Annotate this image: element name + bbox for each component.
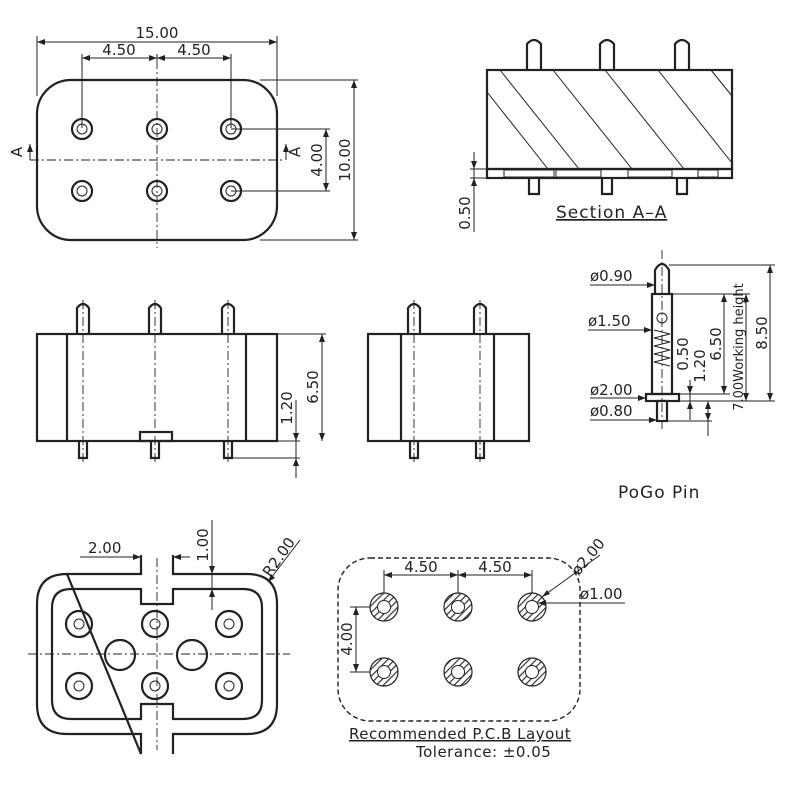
bottom-slot-depth: 1.00	[194, 528, 212, 561]
pcb-tolerance: Tolerance: ±0.05	[415, 743, 551, 761]
bottom-slot-width: 2.00	[88, 539, 121, 557]
pogo-pin-title: PoGo Pin	[618, 483, 700, 503]
pogo-working-height: 7.00Working height	[732, 283, 747, 411]
front-dim-short: 1.20	[278, 391, 296, 424]
pogo-tip-diameter: ø0.90	[590, 267, 633, 285]
section-pins	[525, 38, 691, 196]
section-hatching	[486, 69, 733, 170]
top-row-pitch: 4.00	[308, 143, 326, 176]
pogo-tail-diameter: ø0.80	[590, 402, 633, 420]
pogo-tail-length: 1.20	[691, 349, 709, 382]
pcb-pad-diameter: ø2.00	[568, 535, 609, 579]
top-view: 15.00 4.50 4.50 4.00 10.00 A A	[8, 24, 358, 248]
section-marker-right: A	[286, 146, 304, 157]
section-marker-left: A	[8, 146, 26, 157]
pogo-body-length: 6.50	[707, 327, 725, 360]
section-title: Section A–A	[556, 203, 667, 223]
top-pitch-right: 4.50	[177, 41, 210, 59]
section-view: 0.50 Section A–A	[456, 38, 734, 232]
top-width-dim: 15.00	[136, 24, 179, 42]
bottom-corner-radius: R2.00	[259, 534, 299, 580]
pogo-flange-diameter: ø2.00	[590, 381, 633, 399]
front-view: 1.20 6.50	[35, 300, 326, 478]
bottom-view-outline	[35, 555, 279, 755]
pogo-total-length: 8.50	[753, 316, 771, 349]
pcb-row-pitch: 4.00	[338, 622, 356, 655]
bottom-view-holes	[64, 609, 244, 701]
section-body	[485, 68, 734, 171]
side-body	[366, 332, 531, 443]
pcb-hole-diameter: ø1.00	[580, 585, 623, 603]
pcb-pitch-left: 4.50	[404, 558, 437, 576]
side-pins	[406, 302, 488, 460]
front-body	[35, 332, 279, 443]
pcb-pads	[369, 592, 547, 687]
pcb-title: Recommended P.C.B Layout	[349, 725, 571, 743]
front-dim-height: 6.50	[304, 370, 322, 403]
bottom-view: 2.00 1.00 R2.00	[28, 520, 301, 755]
pogo-pin: ø0.90 ø1.50 ø2.00 ø0.80 0.50 1.20 6.50	[588, 250, 775, 503]
top-pitch-left: 4.50	[102, 41, 135, 59]
pcb-outline	[337, 557, 581, 722]
pogo-pin-body	[644, 250, 681, 430]
pogo-barrel-diameter: ø1.50	[588, 312, 631, 330]
section-base-dim: 0.50	[456, 196, 474, 229]
pcb-pitch-right: 4.50	[478, 558, 511, 576]
front-pins	[75, 302, 236, 460]
side-view	[366, 300, 531, 465]
pogo-stroke: 0.50	[674, 337, 692, 370]
pcb-layout: 4.50 4.50 4.00 ø2.00 ø1.00 Recommended P…	[337, 535, 625, 761]
top-height-dim: 10.00	[336, 139, 354, 182]
